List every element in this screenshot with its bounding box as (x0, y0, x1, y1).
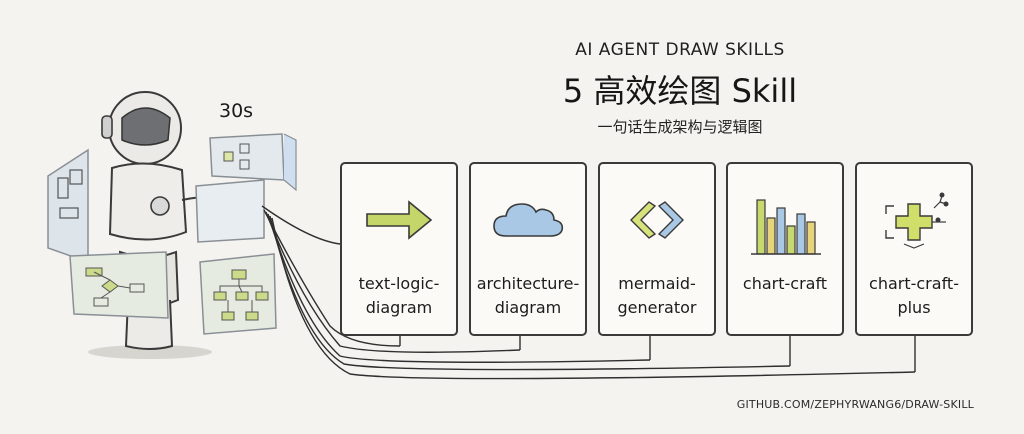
skill-label-line2: plus (897, 298, 931, 317)
arrow-right-icon (342, 190, 456, 260)
skill-card-label: mermaid- generator (600, 272, 714, 320)
skill-card-label: text-logic- diagram (342, 272, 456, 320)
hologram-panel-tree (199, 253, 277, 335)
cloud-icon (471, 190, 585, 260)
skill-card-mermaid-generator[interactable]: mermaid- generator (598, 162, 716, 336)
timer-label: 30s (219, 100, 254, 122)
hologram-panel-flowchart (69, 251, 169, 319)
skill-label-line2: diagram (494, 298, 562, 317)
code-brackets-icon (600, 190, 714, 260)
skill-card-label: architecture- diagram (471, 272, 585, 320)
hologram-panel-top (209, 133, 297, 192)
skill-card-chart-craft-plus[interactable]: chart-craft- plus (855, 162, 973, 336)
eyebrow-title: AI AGENT DRAW SKILLS (575, 40, 785, 60)
robot-head (101, 91, 182, 165)
robot-shadow (88, 345, 212, 359)
page-subtitle: 一句话生成架构与逻辑图 (597, 118, 763, 136)
skill-label-line1: mermaid- (618, 274, 696, 293)
skill-label-line1: text-logic- (358, 274, 440, 293)
skill-card-text-logic-diagram[interactable]: text-logic- diagram (340, 162, 458, 336)
skill-card-label: chart-craft- plus (857, 272, 971, 320)
skill-card-chart-craft[interactable]: chart-craft (726, 162, 844, 336)
hologram-panel-center (195, 179, 265, 243)
skill-label-line2: generator (617, 298, 697, 317)
skill-label-line1: chart-craft (742, 274, 828, 293)
hologram-panel-left (47, 148, 89, 264)
plus-network-icon (857, 190, 971, 260)
page-title: 5 高效绘图 Skill (562, 72, 798, 110)
skill-card-architecture-diagram[interactable]: architecture- diagram (469, 162, 587, 336)
skill-card-label: chart-craft (728, 272, 842, 296)
skill-label-line1: architecture- (476, 274, 580, 293)
skill-label-line1: chart-craft- (869, 274, 959, 293)
connector-lines (261, 205, 916, 380)
skill-label-line2: diagram (365, 298, 433, 317)
bar-chart-icon (728, 190, 842, 260)
repo-link[interactable]: GITHUB.COM/ZEPHYRWANG6/DRAW-SKILL (736, 398, 974, 411)
